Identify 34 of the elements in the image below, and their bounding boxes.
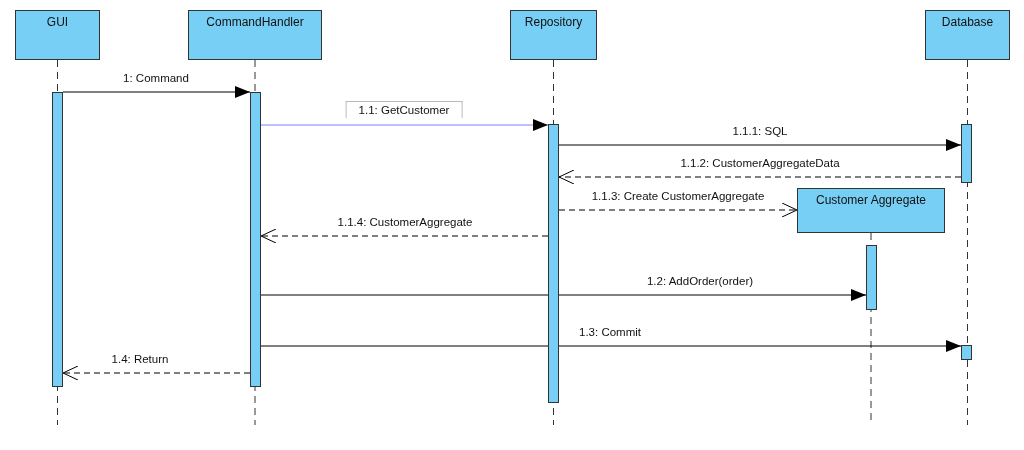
edge-label: 1: Command <box>121 72 191 84</box>
edge-label: 1.1.1: SQL <box>730 125 790 137</box>
return-message-arrow <box>260 228 549 244</box>
participant-name: Customer Aggregate <box>815 193 927 207</box>
edge-label: 1.2: AddOrder(order) <box>644 275 756 287</box>
edge-label: 1.1.2: CustomerAggregateData <box>678 157 842 169</box>
edge-label: 1.3: Commit <box>577 326 643 338</box>
return-message-arrow <box>558 202 798 218</box>
activation-bar <box>961 124 972 183</box>
activation-bar <box>961 345 972 360</box>
activation-bar <box>52 92 63 387</box>
participant-name: Database <box>941 15 994 29</box>
activation-bar <box>548 124 559 403</box>
lifeline-head-box <box>510 10 597 60</box>
lifeline-head-box <box>188 10 322 60</box>
message-arrow <box>62 86 251 98</box>
message-arrow <box>260 289 867 301</box>
activation-bar <box>250 92 261 387</box>
edge-label: 1.1: GetCustomer <box>345 101 463 118</box>
return-message-arrow <box>558 169 962 185</box>
participant-name: GUI <box>46 15 69 29</box>
participant-name: Repository <box>524 15 583 29</box>
edge-label: 1.1.3: Create CustomerAggregate <box>589 190 767 202</box>
lifeline-head-box <box>925 10 1010 60</box>
lifeline-head-box <box>15 10 100 60</box>
activation-bar <box>866 245 877 310</box>
message-arrow <box>260 119 549 131</box>
message-arrow <box>260 340 962 352</box>
edge-label: 1.4: Return <box>109 353 171 365</box>
return-message-arrow <box>62 365 251 381</box>
participant-name: CommandHandler <box>206 15 304 29</box>
message-arrow <box>558 139 962 151</box>
edge-label: 1.1.4: CustomerAggregate <box>335 216 475 228</box>
lifeline-head-box <box>797 188 945 233</box>
